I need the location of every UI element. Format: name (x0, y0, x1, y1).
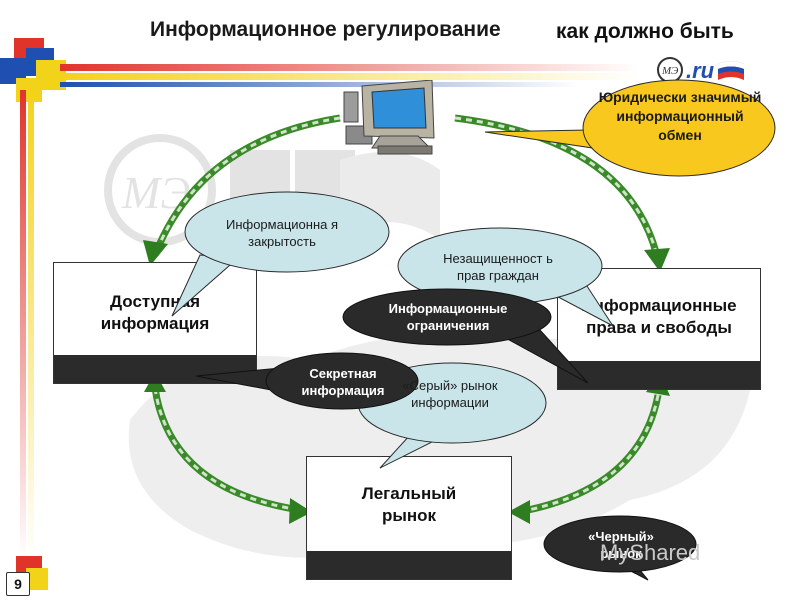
page-title: Информационное регулирование (150, 18, 501, 41)
page-number: 9 (6, 572, 30, 596)
box-info-rights: Информационные права и свободы (557, 268, 761, 390)
bubble-secret-info-text: Секретная информация (301, 366, 385, 398)
svg-text:МЭ: МЭ (661, 65, 678, 77)
page-subtitle: как должно быть (556, 20, 734, 43)
box-info-rights-label: Информационные права и свободы (581, 296, 737, 337)
bubble-black-market (543, 515, 697, 573)
computer-icon (343, 80, 435, 155)
left-stripes (20, 90, 34, 560)
box-legal-market-bar (307, 551, 511, 579)
bubble-legal-exchange (582, 79, 776, 177)
bubble-unprotected-rights-text: Незащищенност ь прав граждан (443, 251, 553, 283)
bubble-secret-info (265, 352, 419, 410)
bubble-info-closedness-text: Информационна я закрытость (225, 217, 339, 249)
box-legal-market-label: Легальный рынок (361, 484, 457, 525)
bubble-info-restrictions (342, 288, 552, 346)
box-info-rights-bar (558, 361, 760, 389)
watermark: MyShared (600, 540, 701, 565)
bubble-info-closedness (184, 191, 390, 273)
bubble-black-market-text: «Черный» рынок (588, 529, 654, 561)
mert-logo-icon: МЭ .ru (657, 57, 744, 83)
svg-text:.ru: .ru (686, 58, 715, 83)
bubble-legal-exchange-text: Юридически значимый информационный обмен (598, 89, 762, 143)
bubble-info-restrictions-text: Информационные ограничения (388, 301, 508, 333)
header-stripes (60, 64, 640, 87)
bubble-grey-market-text: «Серый» рынок информации (402, 378, 498, 410)
box-legal-market: Легальный рынок (306, 456, 512, 580)
